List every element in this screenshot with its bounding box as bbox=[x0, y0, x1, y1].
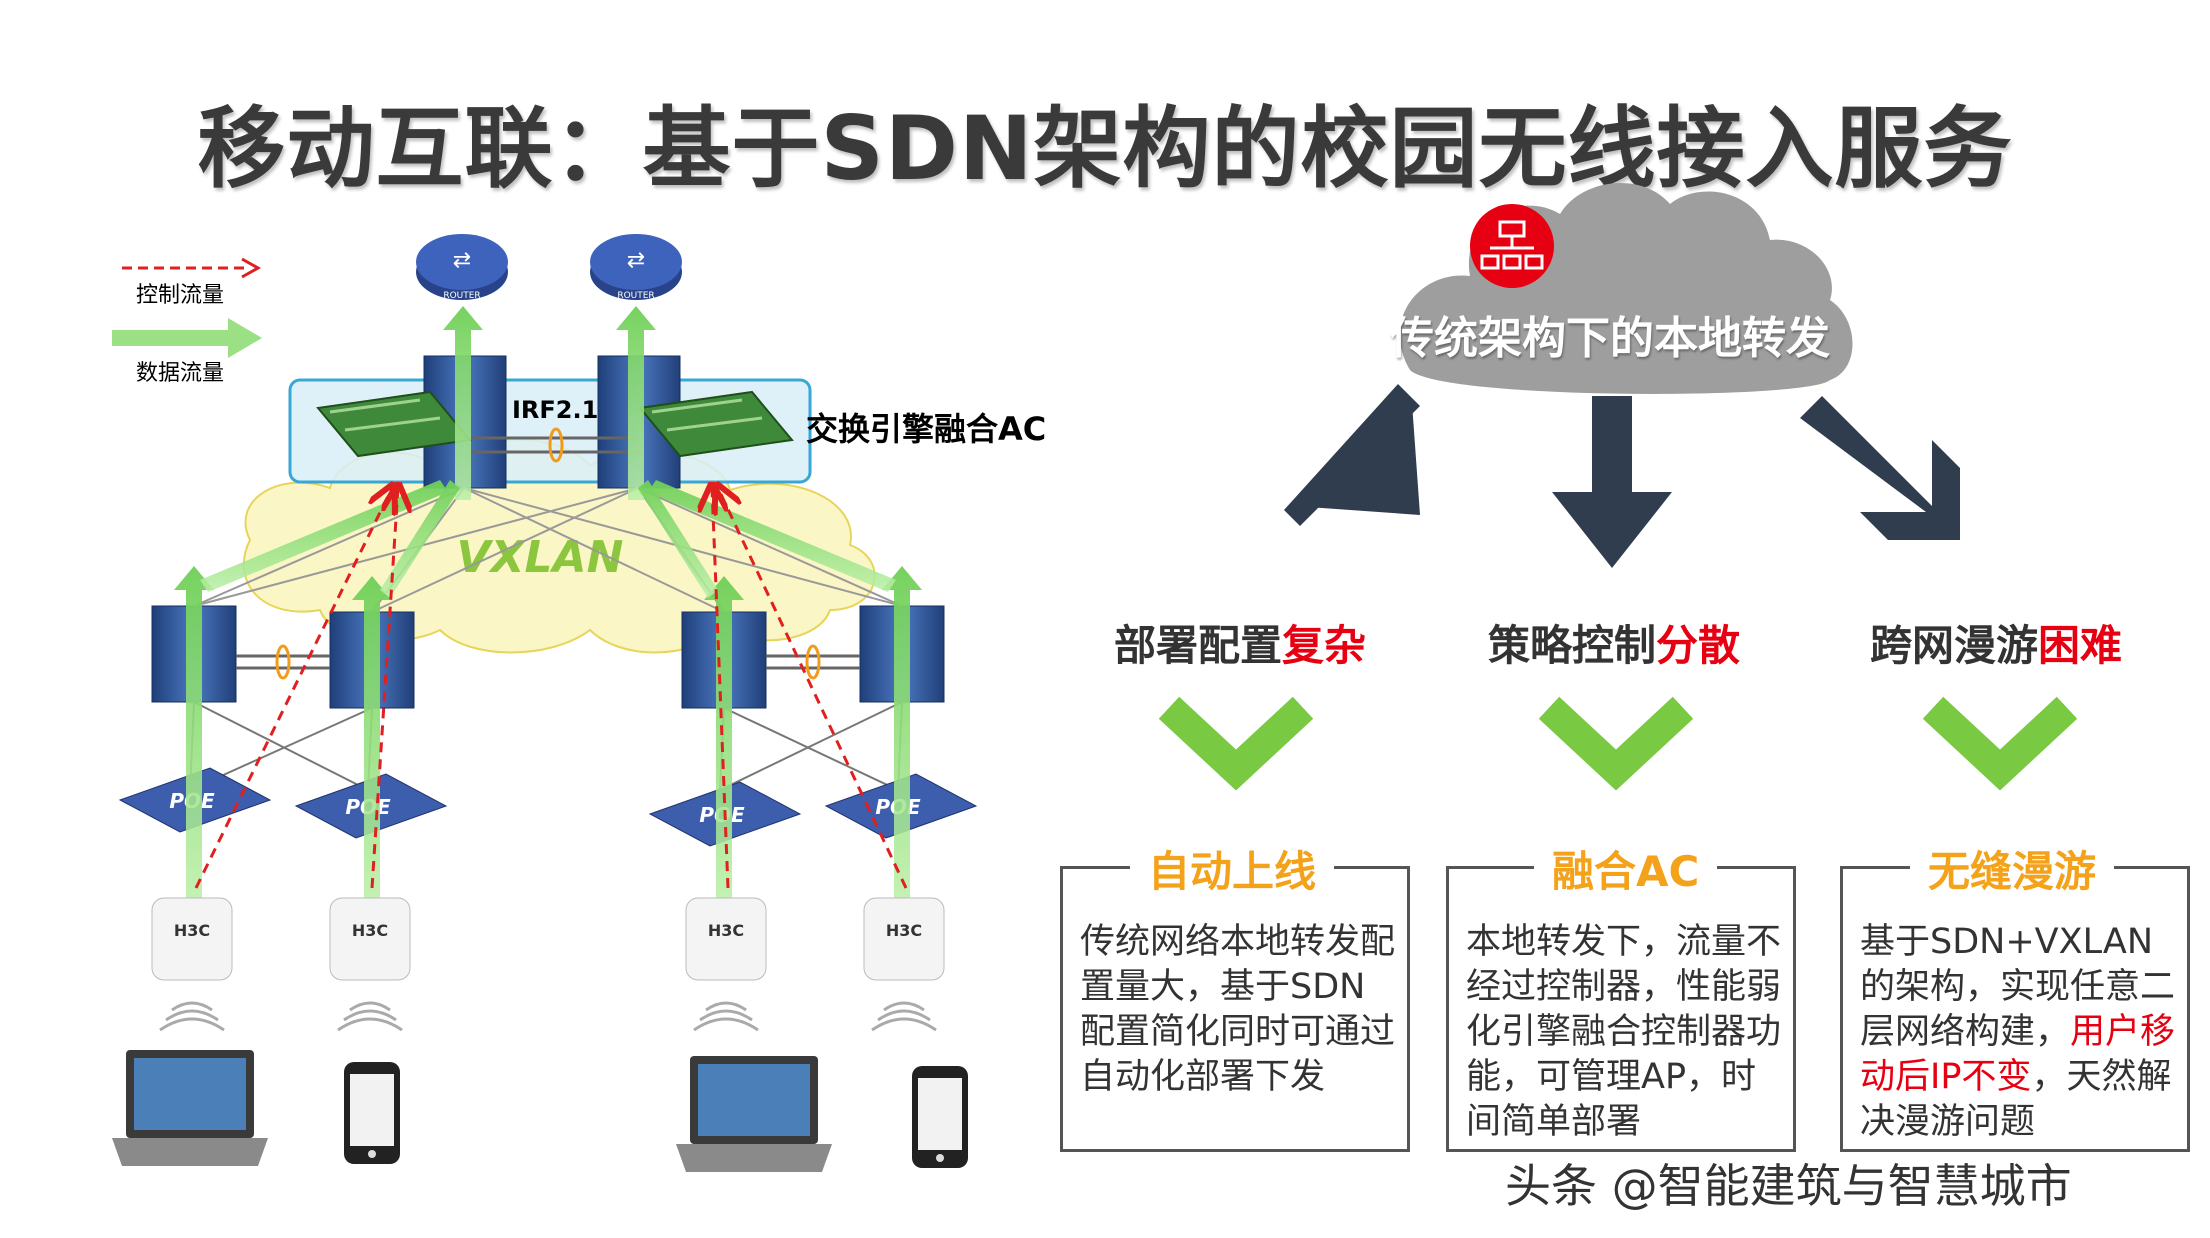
control-flow-arrows bbox=[194, 488, 908, 889]
watermark: 头条 @智能建筑与智慧城市 bbox=[1505, 1159, 2072, 1213]
check-icon bbox=[1158, 696, 1314, 791]
laptop-icon bbox=[676, 1056, 832, 1172]
access-point: H3C bbox=[329, 897, 411, 981]
problem-prefix: 跨网漫游 bbox=[1869, 621, 2038, 670]
router-label: ROUTER bbox=[443, 291, 480, 301]
legend-data-flow: 数据流量 bbox=[136, 361, 224, 386]
solution-title: 无缝漫游 bbox=[1910, 838, 2115, 899]
irf-label: IRF2.1 bbox=[512, 396, 598, 424]
svg-text:H3C: H3C bbox=[886, 921, 922, 940]
svg-text:H3C: H3C bbox=[352, 921, 388, 940]
vxlan-label: VXLAN bbox=[457, 532, 624, 583]
ac-label: 交换引擎融合AC bbox=[806, 410, 1046, 448]
data-flow-legend-bar bbox=[112, 330, 232, 346]
problem-deployment: 部署配置复杂 bbox=[1060, 612, 1420, 673]
phone-icon bbox=[912, 1066, 968, 1168]
router-icon: ⇄ bbox=[453, 248, 471, 273]
arrow-down-left-shaft bbox=[1284, 384, 1420, 526]
legend: 控制流量 数据流量 bbox=[112, 257, 262, 386]
arrow-down-right-icon bbox=[1800, 396, 1960, 540]
access-links bbox=[189, 701, 903, 791]
solution-body: 本地转发下，流量不经过控制器，性能弱化引擎融合控制器功能，可管理AP，时间简单部… bbox=[1466, 922, 1782, 1142]
link-aggregation-icon bbox=[548, 427, 564, 463]
laptop-icon bbox=[112, 1050, 268, 1166]
svg-text:H3C: H3C bbox=[708, 921, 744, 940]
traditional-architecture-cloud bbox=[1399, 182, 1853, 394]
problem-highlight: 复杂 bbox=[1282, 621, 1367, 670]
check-icon bbox=[1538, 696, 1694, 791]
problem-highlight: 困难 bbox=[2038, 621, 2123, 670]
access-point: H3C bbox=[151, 897, 233, 981]
solution-title: 自动上线 bbox=[1130, 838, 1335, 899]
problem-arrows bbox=[1284, 384, 1960, 568]
cloud-text: 传统架构下的本地转发 bbox=[1390, 313, 1830, 364]
engine-card-left bbox=[316, 390, 472, 458]
access-points: H3C H3C H3C H3C bbox=[151, 897, 945, 981]
problem-prefix: 部署配置 bbox=[1113, 621, 1282, 670]
check-marks bbox=[1158, 696, 2078, 791]
phone-icon bbox=[344, 1062, 400, 1164]
solution-title: 融合AC bbox=[1534, 838, 1718, 899]
arrow-down-icon bbox=[1552, 396, 1672, 568]
router-label: ROUTER bbox=[617, 291, 654, 301]
link-aggregation-icon bbox=[805, 644, 821, 680]
solution-body: 基于SDN+VXLAN的架构，实现任意二层网络构建，用户移动后IP不变，天然解决… bbox=[1860, 922, 2176, 1142]
data-flow-legend-arrow-icon bbox=[228, 318, 262, 358]
router-left: ⇄ ROUTER bbox=[416, 234, 508, 301]
link-aggregation-icon bbox=[275, 644, 291, 680]
router-right: ⇄ ROUTER bbox=[590, 234, 682, 301]
legend-control-flow: 控制流量 bbox=[136, 283, 224, 308]
problem-roaming: 跨网漫游困难 bbox=[1816, 612, 2176, 673]
svg-text:H3C: H3C bbox=[174, 921, 210, 940]
page-title: 移动互联：基于SDN架构的校园无线接入服务 bbox=[197, 97, 2013, 200]
access-point: H3C bbox=[863, 897, 945, 981]
router-icon: ⇄ bbox=[627, 248, 645, 273]
problem-highlight: 分散 bbox=[1656, 621, 1741, 670]
problem-prefix: 策略控制 bbox=[1487, 621, 1656, 670]
access-point: H3C bbox=[685, 897, 767, 981]
control-flow-legend-arrow-icon bbox=[241, 257, 262, 279]
check-icon bbox=[1922, 696, 2078, 791]
problem-policy: 策略控制分散 bbox=[1434, 612, 1794, 673]
engine-card-right bbox=[638, 390, 794, 458]
wifi-signal-icons bbox=[159, 1001, 937, 1032]
solution-body: 传统网络本地转发配置量大，基于SDN配置简化同时可通过自动化部署下发 bbox=[1080, 922, 1396, 1097]
